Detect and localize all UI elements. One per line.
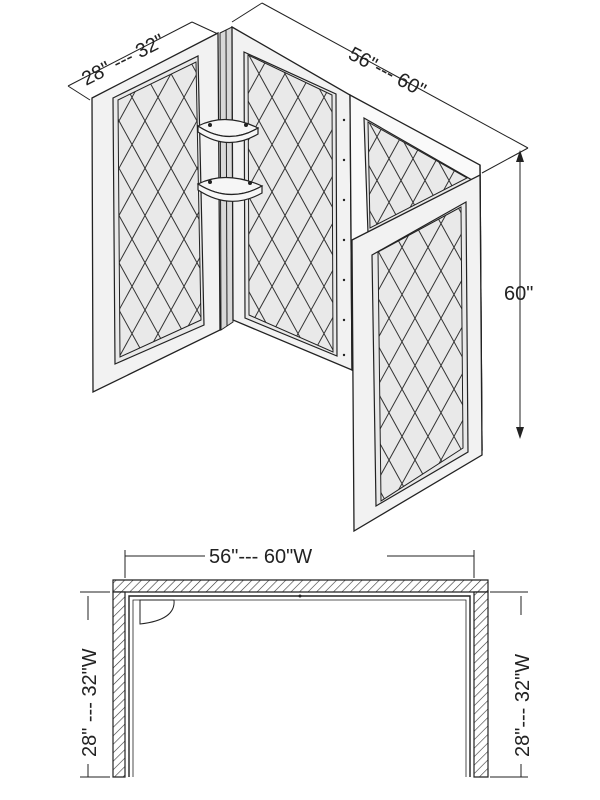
left-wall-plan <box>112 591 126 778</box>
lattice-pattern-left <box>118 62 201 357</box>
plan-view: 56"--- 60"W 28" --- 32"W 28"--- 32"W <box>79 546 534 778</box>
depth-dimension-plan-left: 28" --- 32"W <box>79 591 110 778</box>
depth-label-plan-left: 28" --- 32"W <box>79 648 101 757</box>
height-label: 60" <box>504 283 533 305</box>
corner-shelf-upper <box>196 118 260 144</box>
width-dimension-plan: 56"--- 60"W <box>124 546 475 578</box>
corner-shelf-plan <box>139 599 175 625</box>
fastener-dots <box>342 118 346 357</box>
width-label-top: 56"--- 60" <box>345 43 430 102</box>
back-wall-plan <box>112 579 489 593</box>
lattice-pattern-door <box>378 207 463 501</box>
left-side-panel <box>91 31 221 394</box>
lattice-pattern-back <box>248 55 333 352</box>
corner-shelf-lower <box>196 176 264 202</box>
depth-label-plan-right: 28"--- 32"W <box>512 654 534 757</box>
depth-dimension-plan-right: 28"--- 32"W <box>490 591 534 778</box>
back-wall-panel <box>231 25 353 371</box>
height-dimension: 60" <box>504 150 533 439</box>
right-wall-plan <box>473 591 489 778</box>
width-label-plan: 56"--- 60"W <box>209 546 312 568</box>
isometric-view: 28" --- 32" 56"--- 60" 60" <box>67 2 533 533</box>
front-door-panel <box>351 173 483 533</box>
surround-outline-plan <box>128 595 471 777</box>
